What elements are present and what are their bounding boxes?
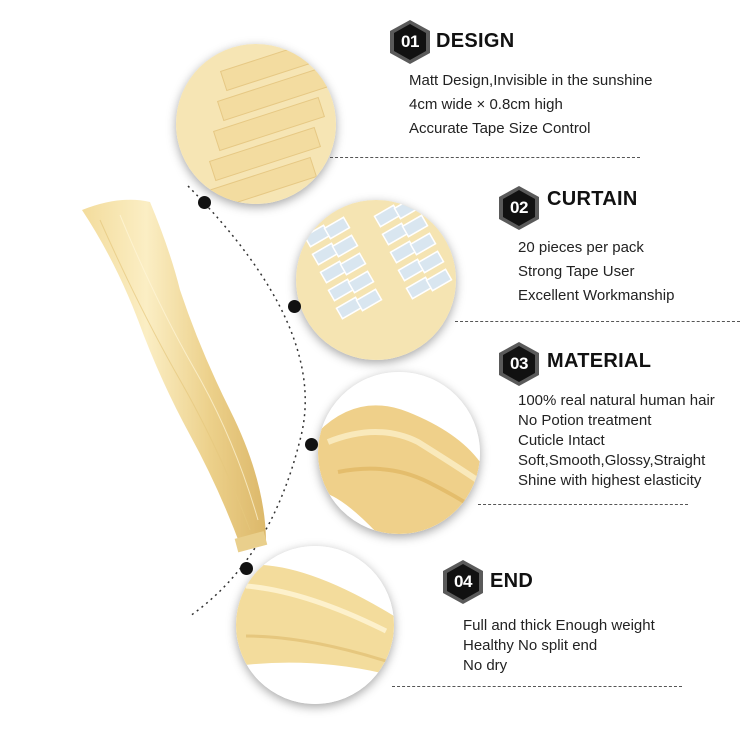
feature-line: Excellent Workmanship <box>518 287 675 304</box>
feature-line: Accurate Tape Size Control <box>409 120 591 137</box>
section-number: 01 <box>394 24 426 60</box>
hair-strand-image <box>82 199 268 553</box>
section-number: 03 <box>503 346 535 382</box>
section-divider <box>392 686 682 687</box>
section-lines: Full and thick Enough weight Healthy No … <box>463 616 655 676</box>
feature-line: Soft,Smooth,Glossy,Straight <box>518 452 706 469</box>
section-title: MATERIAL <box>547 350 652 372</box>
section-badge: 02 <box>499 186 539 230</box>
connector-dot <box>198 196 211 209</box>
feature-line: Shine with highest elasticity <box>518 472 702 489</box>
section-divider <box>478 504 688 505</box>
material-detail-image <box>318 372 480 534</box>
feature-line: Healthy No split end <box>463 637 598 654</box>
section-lines: 100% real natural human hair No Potion t… <box>518 391 715 491</box>
section-title: END <box>490 570 534 592</box>
feature-line: 20 pieces per pack <box>518 239 644 256</box>
feature-line: No dry <box>463 657 508 674</box>
connector-dot <box>288 300 301 313</box>
section-title: CURTAIN <box>547 188 638 210</box>
feature-line: 4cm wide × 0.8cm high <box>409 96 563 113</box>
section-divider <box>455 321 740 322</box>
design-detail-image <box>176 44 336 204</box>
section-lines: 20 pieces per pack Strong Tape User Exce… <box>518 236 674 308</box>
curtain-detail-image <box>296 200 456 360</box>
section-badge: 03 <box>499 342 539 386</box>
feature-line: Strong Tape User <box>518 263 635 280</box>
section-lines: Matt Design,Invisible in the sunshine 4c… <box>409 69 652 141</box>
feature-line: Cuticle Intact <box>518 432 605 449</box>
end-detail-image <box>236 546 394 704</box>
section-number: 02 <box>503 190 535 226</box>
feature-line: Matt Design,Invisible in the sunshine <box>409 72 653 89</box>
connector-dot <box>305 438 318 451</box>
feature-line: Full and thick Enough weight <box>463 617 655 634</box>
feature-line: 100% real natural human hair <box>518 392 715 409</box>
feature-line: No Potion treatment <box>518 412 652 429</box>
connector-dot <box>240 562 253 575</box>
section-title: DESIGN <box>436 30 515 52</box>
section-divider <box>330 157 640 158</box>
section-number: 04 <box>447 564 479 600</box>
